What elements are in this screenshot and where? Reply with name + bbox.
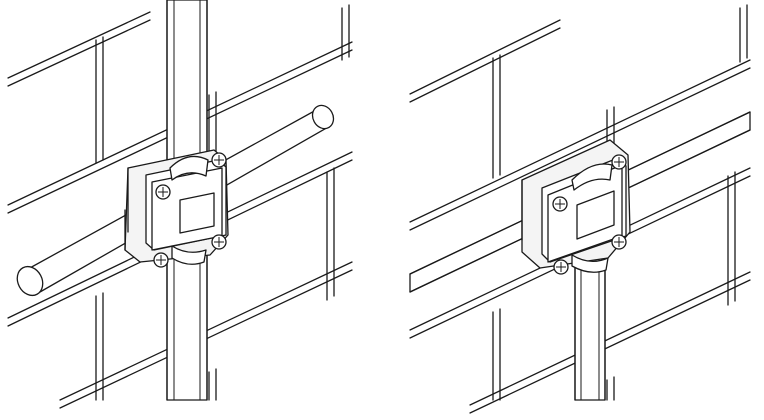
screw-icon bbox=[211, 152, 227, 168]
panel-right bbox=[409, 4, 751, 414]
junction-clamp-right bbox=[521, 139, 631, 273]
vertical-pipe-right bbox=[574, 249, 606, 401]
screw-icon bbox=[153, 252, 169, 268]
junction-clamp-left bbox=[124, 149, 229, 265]
screw-icon bbox=[611, 154, 627, 170]
screw-icon bbox=[552, 196, 568, 212]
screw-icon bbox=[611, 234, 627, 250]
screw-icon bbox=[155, 184, 171, 200]
screw-icon bbox=[211, 234, 227, 250]
screw-icon bbox=[553, 259, 569, 275]
panel-left bbox=[7, 0, 353, 409]
